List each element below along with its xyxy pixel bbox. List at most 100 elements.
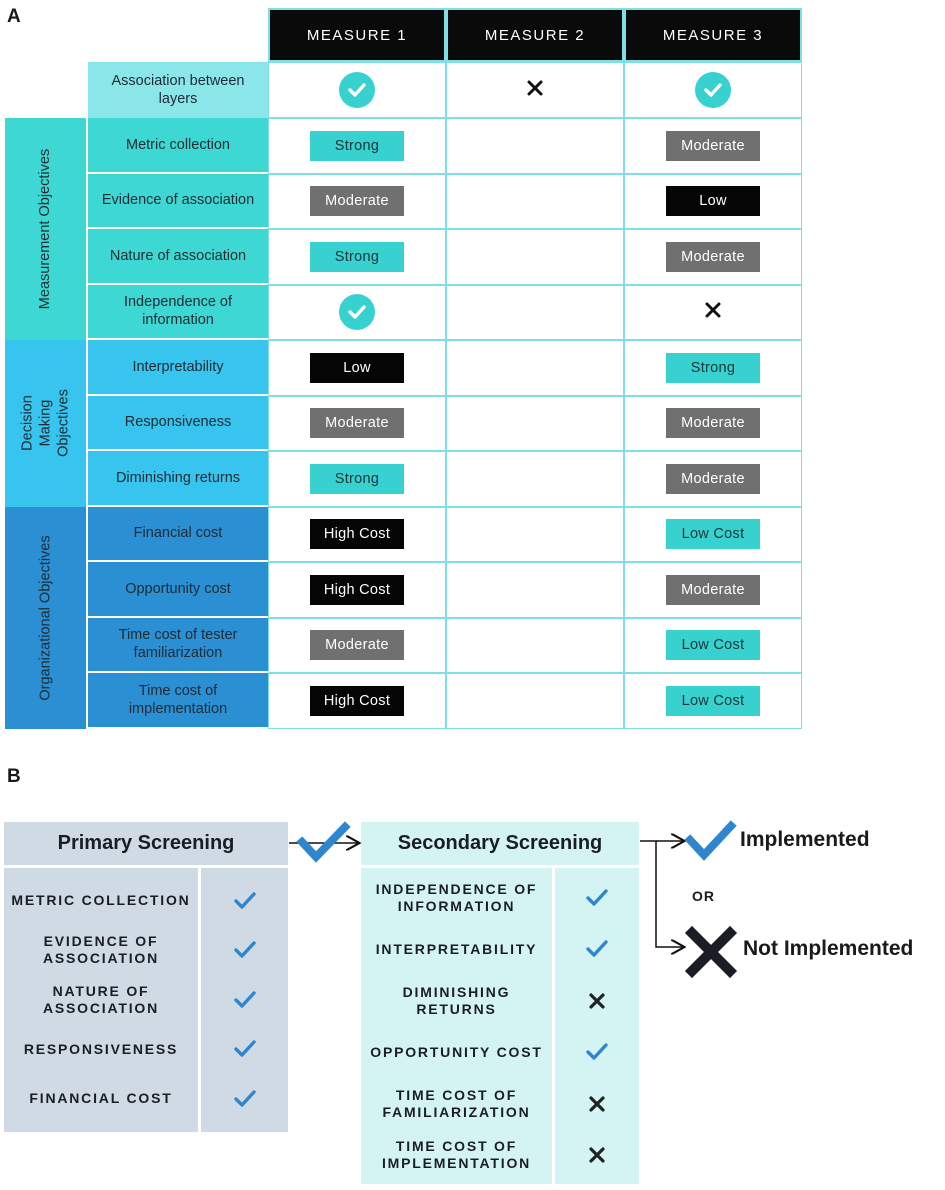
- pass-mark: [201, 926, 288, 976]
- row-0-measure-3-rating-badge: Moderate: [666, 130, 760, 161]
- association-measure-1-check-icon: [339, 72, 375, 108]
- row-label-association-between-layers: Association between layers: [88, 62, 268, 118]
- row-9-measure-1-rating-badge: Moderate: [310, 630, 404, 661]
- pass-mark: [201, 1025, 288, 1075]
- table-cell: Low Cost: [624, 617, 802, 673]
- check-icon: [233, 941, 256, 958]
- x-icon: [589, 993, 605, 1009]
- table-cell: [446, 340, 624, 396]
- screening-item-label: INTERPRETABILITY: [375, 940, 538, 957]
- row-5-measure-1-rating-badge: Moderate: [310, 408, 404, 439]
- not-implemented-x-icon: [684, 925, 738, 979]
- table-cell: Strong: [624, 340, 802, 396]
- table-cell: Moderate: [624, 118, 802, 174]
- association-measure-3-check-icon: [695, 72, 731, 108]
- table-cell: High Cost: [268, 673, 446, 729]
- fail-mark: [555, 975, 639, 1027]
- column-header-measure-1: MEASURE 1: [268, 8, 446, 62]
- pass-mark: [201, 1074, 288, 1124]
- panel-a-label: A: [7, 6, 21, 27]
- implemented-check-icon: [684, 820, 737, 861]
- row-8-measure-3-rating-badge: Moderate: [666, 574, 760, 605]
- table-cell: Low: [624, 173, 802, 229]
- table-cell: [446, 506, 624, 562]
- association-cell-measure-3: [624, 62, 802, 118]
- check-icon: [586, 1043, 608, 1060]
- screening-item-label: DIMINISHING RETURNS: [402, 983, 511, 1017]
- row-label: Time cost of implementation: [88, 673, 268, 729]
- row-7-measure-1-rating-badge: High Cost: [310, 519, 404, 550]
- table-cell: Moderate: [624, 395, 802, 451]
- table-cell: [624, 284, 802, 340]
- x-icon: [589, 1147, 605, 1163]
- x-icon: [589, 1096, 605, 1112]
- screening-item-label: INDEPENDENCE OF INFORMATION: [375, 880, 538, 914]
- association-cell-measure-2: [446, 62, 624, 118]
- table-cell: [446, 562, 624, 618]
- row-2-measure-3-rating-badge: Moderate: [666, 241, 760, 272]
- row-10-measure-3-rating-badge: Low Cost: [666, 685, 760, 716]
- column-header-measure-3: MEASURE 3: [624, 8, 802, 62]
- row-label: Interpretability: [88, 340, 268, 396]
- secondary-screening-box: Secondary Screening INDEPENDENCE OF INFO…: [361, 822, 639, 1184]
- row-7-measure-3-rating-badge: Low Cost: [666, 519, 760, 550]
- table-cell: [446, 451, 624, 507]
- table-cell: High Cost: [268, 562, 446, 618]
- table-cell: Low Cost: [624, 506, 802, 562]
- table-cell: Strong: [268, 118, 446, 174]
- row-3-measure-1-check-icon: [339, 294, 375, 331]
- table-cell: Moderate: [624, 451, 802, 507]
- check-icon: [233, 892, 256, 909]
- check-icon: [233, 991, 256, 1008]
- table-cell: High Cost: [268, 506, 446, 562]
- row-label: Independence of information: [88, 284, 268, 340]
- primary-screening-title: Primary Screening: [4, 822, 288, 868]
- row-label: Time cost of tester familiarization: [88, 617, 268, 673]
- implemented-label: Implemented: [740, 828, 870, 851]
- check-icon: [233, 1090, 256, 1107]
- row-1-measure-1-rating-badge: Moderate: [310, 186, 404, 217]
- screening-item-label: RESPONSIVENESS: [23, 1040, 179, 1057]
- row-0-measure-1-rating-badge: Strong: [310, 130, 404, 161]
- association-measure-2-x-icon: [526, 79, 544, 102]
- or-label: OR: [692, 888, 715, 904]
- secondary-screening-title: Secondary Screening: [361, 822, 639, 868]
- primary-screening-box: Primary Screening METRIC COLLECTION EVIDE…: [4, 822, 288, 1132]
- table-cell: Moderate: [268, 395, 446, 451]
- row-label: Diminishing returns: [88, 451, 268, 507]
- table-cell: [446, 395, 624, 451]
- screening-item-label: OPPORTUNITY COST: [370, 1043, 543, 1060]
- screening-item-label: TIME COST OF FAMILIARIZATION: [382, 1086, 531, 1120]
- fail-mark: [555, 1130, 639, 1182]
- table-cell: Strong: [268, 451, 446, 507]
- check-icon: [233, 1040, 256, 1057]
- row-label: Evidence of association: [88, 173, 268, 229]
- table-cell: [446, 617, 624, 673]
- row-10-measure-1-rating-badge: High Cost: [310, 685, 404, 716]
- pass-mark: [555, 872, 639, 924]
- row-3-measure-3-x-icon: [704, 301, 722, 324]
- table-cell: Low: [268, 340, 446, 396]
- row-4-measure-1-rating-badge: Low: [310, 352, 404, 383]
- screening-item-label: METRIC COLLECTION: [11, 892, 191, 909]
- primary-divider: [198, 868, 201, 1132]
- secondary-divider: [552, 868, 555, 1184]
- pass-mark: [201, 975, 288, 1025]
- screening-item-label: EVIDENCE OF ASSOCIATION: [43, 933, 159, 967]
- fail-mark: [555, 1078, 639, 1130]
- table-cell: [446, 229, 624, 285]
- row-5-measure-3-rating-badge: Moderate: [666, 408, 760, 439]
- row-6-measure-3-rating-badge: Moderate: [666, 463, 760, 494]
- check-icon: [586, 940, 608, 957]
- row-4-measure-3-rating-badge: Strong: [666, 352, 760, 383]
- pass-mark: [555, 924, 639, 976]
- to-not-implemented-arrow: [640, 840, 683, 947]
- row-label: Responsiveness: [88, 395, 268, 451]
- row-9-measure-3-rating-badge: Low Cost: [666, 630, 760, 661]
- association-cell-measure-1: [268, 62, 446, 118]
- pass-check-icon: [296, 821, 351, 863]
- table-cell: [446, 673, 624, 729]
- table-cell: Strong: [268, 229, 446, 285]
- screening-item-label: FINANCIAL COST: [29, 1090, 173, 1107]
